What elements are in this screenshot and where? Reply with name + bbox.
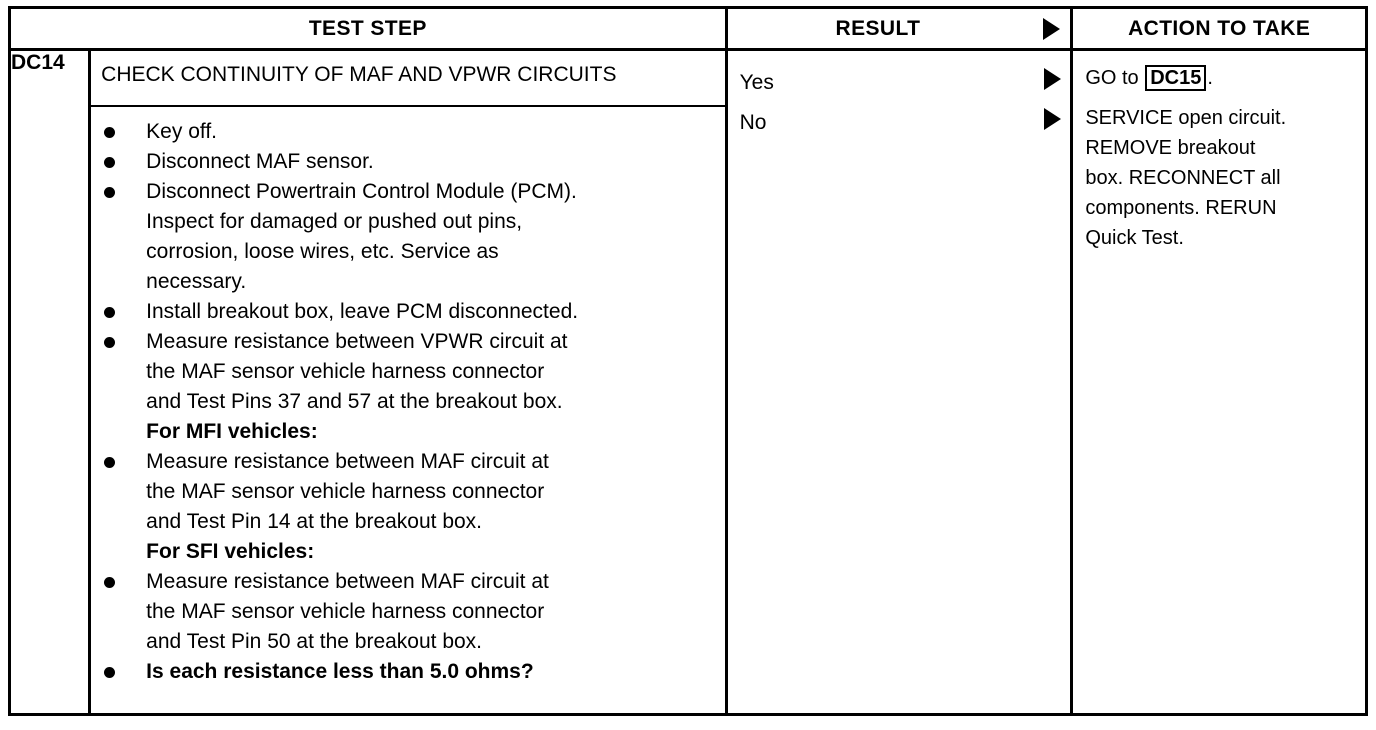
instruction-line: Measure resistance between MAF circuit a… <box>146 450 549 473</box>
action-entry: GO to DC15. <box>1085 63 1357 93</box>
column-header-action-to-take: ACTION TO TAKE <box>1071 7 1367 51</box>
instruction-line: the MAF sensor vehicle harness connector <box>146 480 545 503</box>
instruction-bullet: Key off. <box>101 117 716 147</box>
instruction-line: Install breakout box, leave PCM disconne… <box>146 300 579 323</box>
action-line: GO to DC15. <box>1085 63 1357 93</box>
action-entry: SERVICE open circuit. REMOVE breakout box.… <box>1085 103 1357 253</box>
table-header-row: TEST STEP RESULT ACTION TO TAKE <box>9 7 1367 51</box>
instruction-line: the MAF sensor vehicle harness connector <box>146 360 545 383</box>
instruction-line: the MAF sensor vehicle harness connector <box>146 600 545 623</box>
action-line: SERVICE open circuit. <box>1085 107 1287 129</box>
triangle-right-icon <box>1044 108 1062 130</box>
result-option-no: No <box>739 111 767 134</box>
instruction-bullet: Measure resistance between VPWR circuit … <box>101 327 716 417</box>
triangle-right-icon <box>1044 68 1062 90</box>
instruction-line: For SFI vehicles: <box>146 540 315 563</box>
instruction-line: Disconnect MAF sensor. <box>146 150 374 173</box>
instruction-line: For MFI vehicles: <box>146 420 318 443</box>
instruction-line: Measure resistance between MAF circuit a… <box>146 570 549 593</box>
action-list: GO to DC15. SERVICE open circuit. REMOVE b… <box>1073 51 1365 253</box>
instruction-line: and Test Pin 50 at the breakout box. <box>146 630 483 653</box>
bullet-icon <box>104 577 116 588</box>
instruction-line: Is each resistance less than 5.0 ohms? <box>146 660 534 683</box>
instruction-line: Disconnect Powertrain Control Module (PC… <box>146 180 577 203</box>
instruction-bullet: Install breakout box, leave PCM disconne… <box>101 297 716 327</box>
bullet-icon <box>104 457 116 468</box>
instruction-line: and Test Pins 37 and 57 at the breakout … <box>146 390 563 413</box>
instruction-bullet: Disconnect Powertrain Control Module (PC… <box>101 177 716 297</box>
instruction-bullet: Measure resistance between MAF circuit a… <box>101 567 716 657</box>
triangle-right-icon <box>1043 18 1061 40</box>
action-line: components. RERUN <box>1085 197 1277 219</box>
bullet-icon <box>104 157 116 168</box>
instruction-subheading: For MFI vehicles: <box>101 417 716 447</box>
bullet-icon <box>104 127 116 138</box>
instruction-line: corrosion, loose wires, etc. Service as <box>146 240 499 263</box>
result-option-yes: Yes <box>739 71 774 94</box>
bullet-icon <box>104 667 116 678</box>
action-line: box. RECONNECT all <box>1085 167 1281 189</box>
action-line: Quick Test. <box>1085 227 1184 249</box>
instruction-bullet: Disconnect MAF sensor. <box>101 147 716 177</box>
instruction-line: Key off. <box>146 120 217 143</box>
column-header-result: RESULT <box>726 7 1074 51</box>
bullet-icon <box>104 187 116 198</box>
step-reference-box[interactable]: DC15 <box>1145 65 1207 91</box>
column-header-result-inner: RESULT <box>728 9 1071 48</box>
step-instruction-list: Key off. Disconnect MAF sensor. Disconnect… <box>91 107 724 687</box>
bullet-icon <box>104 337 116 348</box>
test-step-table: TEST STEP RESULT ACTION TO TAKE DC14 CHE… <box>8 6 1368 716</box>
bullet-icon <box>104 307 116 318</box>
instruction-bullet: Is each resistance less than 5.0 ohms? <box>101 657 716 687</box>
instruction-line: necessary. <box>146 270 247 293</box>
action-line: REMOVE breakout <box>1085 137 1256 159</box>
step-id-cell: DC14 <box>9 49 92 715</box>
action-to-take-cell: GO to DC15. SERVICE open circuit. REMOVE b… <box>1072 50 1367 715</box>
table-row: DC14 CHECK CONTINUITY OF MAF AND VPWR CI… <box>9 49 1367 715</box>
test-step-cell: CHECK CONTINUITY OF MAF AND VPWR CIRCUIT… <box>89 49 728 715</box>
instruction-bullet: Measure resistance between MAF circuit a… <box>101 447 716 537</box>
step-title: CHECK CONTINUITY OF MAF AND VPWR CIRCUIT… <box>91 51 725 107</box>
instruction-line: Measure resistance between VPWR circuit … <box>146 330 568 353</box>
instruction-subheading: For SFI vehicles: <box>101 537 716 567</box>
instruction-line: and Test Pin 14 at the breakout box. <box>146 510 483 533</box>
action-text: . <box>1207 67 1213 89</box>
instruction-line: Inspect for damaged or pushed out pins, <box>146 210 523 233</box>
column-header-test-step: TEST STEP <box>9 7 728 51</box>
column-header-result-label: RESULT <box>835 17 921 40</box>
action-text: GO to <box>1085 67 1145 89</box>
